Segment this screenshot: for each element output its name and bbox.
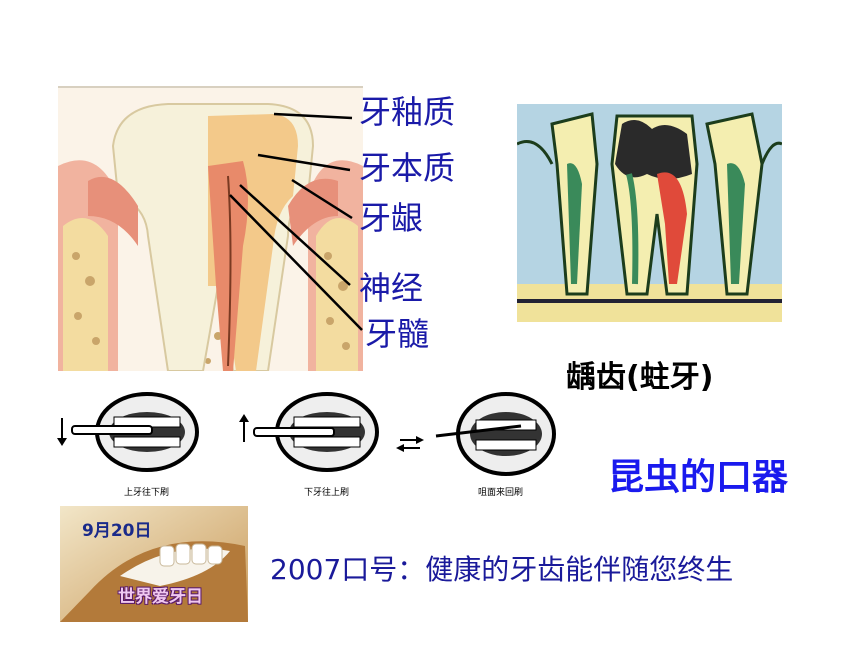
label-enamel: 牙釉质 (359, 93, 456, 131)
teeth-day-date: 9月20日 (82, 521, 152, 541)
brushing-step-1-label: 上牙往下刷 (124, 488, 170, 498)
label-gum: 牙龈 (359, 199, 424, 237)
tooth-cross-section-image (58, 86, 363, 372)
brushing-step-2-label: 下牙往上刷 (304, 488, 350, 498)
brushing-up-image (232, 384, 382, 496)
caries-illustration (516, 104, 783, 322)
brushing-back-forth-image (396, 384, 556, 496)
teeth-day-image (60, 506, 248, 622)
teeth-day-name: 世界爱牙日 (118, 587, 203, 607)
slogan-2007: 2007口号：健康的牙齿能伴随您终生 (270, 553, 734, 586)
tooth-cross-section (58, 86, 363, 372)
brushing-down-image (52, 384, 200, 496)
caries-caption: 龋齿(蛀牙) (566, 360, 714, 395)
label-nerve: 神经 (359, 269, 424, 307)
brushing-step-3-label: 咀面来回刷 (478, 488, 524, 498)
insect-mouthparts-title: 昆虫的口器 (608, 457, 789, 498)
label-pulp: 牙髓 (365, 315, 430, 353)
brushing-step-3: 咀面来回刷 (396, 384, 556, 498)
brushing-step-1: 上牙往下刷 (52, 384, 200, 498)
teeth-day-badge: 9月20日 世界爱牙日 (60, 506, 248, 622)
brushing-step-2: 下牙往上刷 (232, 384, 382, 498)
caries-image (516, 104, 783, 322)
label-dentin: 牙本质 (359, 149, 456, 187)
